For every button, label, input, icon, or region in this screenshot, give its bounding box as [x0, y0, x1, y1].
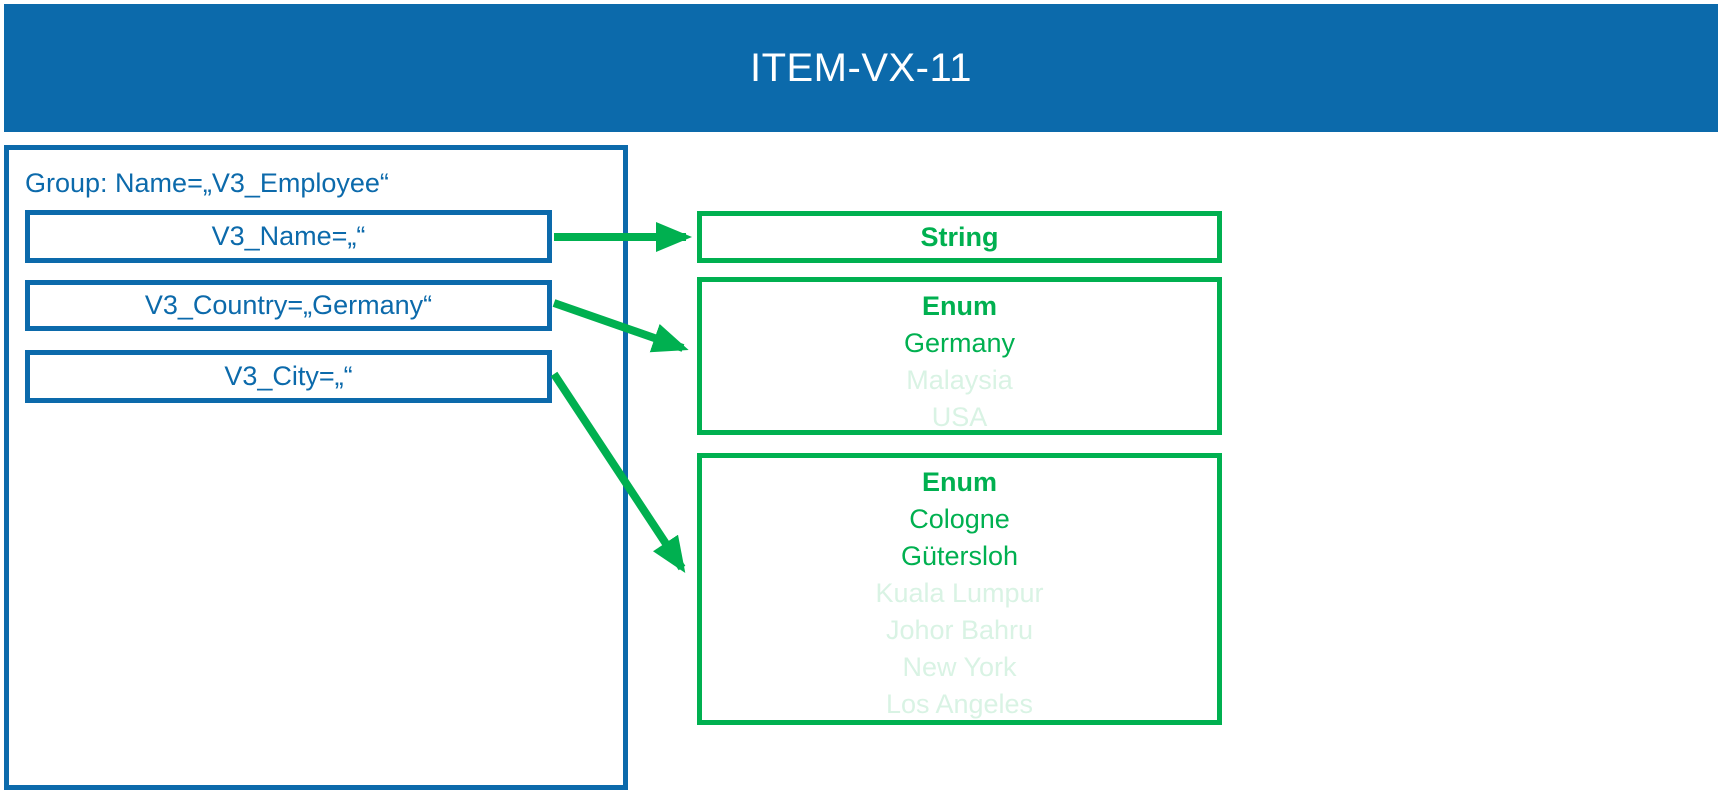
- field-box-v3-name: V3_Name=„“: [25, 210, 552, 263]
- enum-item-los-angeles: Los Angeles: [885, 689, 1034, 719]
- enum-item-usa: USA: [931, 402, 988, 432]
- field-box-v3-city: V3_City=„“: [25, 350, 552, 403]
- type-title-string: String: [920, 221, 999, 252]
- group-label: Group: Name=„V3_Employee“: [25, 168, 389, 198]
- type-box-enum-country: Enum Germany Malaysia USA: [697, 277, 1222, 435]
- enum-item-malaysia: Malaysia: [906, 365, 1013, 395]
- enum-item-kuala-lumpur: Kuala Lumpur: [875, 578, 1044, 608]
- enum-item-new-york: New York: [902, 652, 1017, 682]
- type-box-string: String: [697, 211, 1222, 263]
- field-label-v3-country: V3_Country=„Germany“: [144, 290, 433, 320]
- type-title-enum-country: Enum: [921, 291, 997, 321]
- type-box-enum-city: Enum Cologne Gütersloh Kuala Lumpur Joho…: [697, 453, 1222, 725]
- enum-item-guetersloh: Gütersloh: [900, 541, 1019, 571]
- enum-item-johor-bahru: Johor Bahru: [885, 615, 1034, 645]
- header-bar: ITEM-VX-11: [4, 4, 1718, 132]
- field-label-v3-name: V3_Name=„“: [211, 221, 366, 251]
- page-title: ITEM-VX-11: [749, 45, 973, 90]
- enum-item-germany: Germany: [903, 328, 1016, 358]
- enum-item-cologne: Cologne: [909, 504, 1010, 534]
- type-title-enum-city: Enum: [921, 467, 997, 497]
- field-box-v3-country: V3_Country=„Germany“: [25, 280, 552, 331]
- field-label-v3-city: V3_City=„“: [224, 361, 353, 391]
